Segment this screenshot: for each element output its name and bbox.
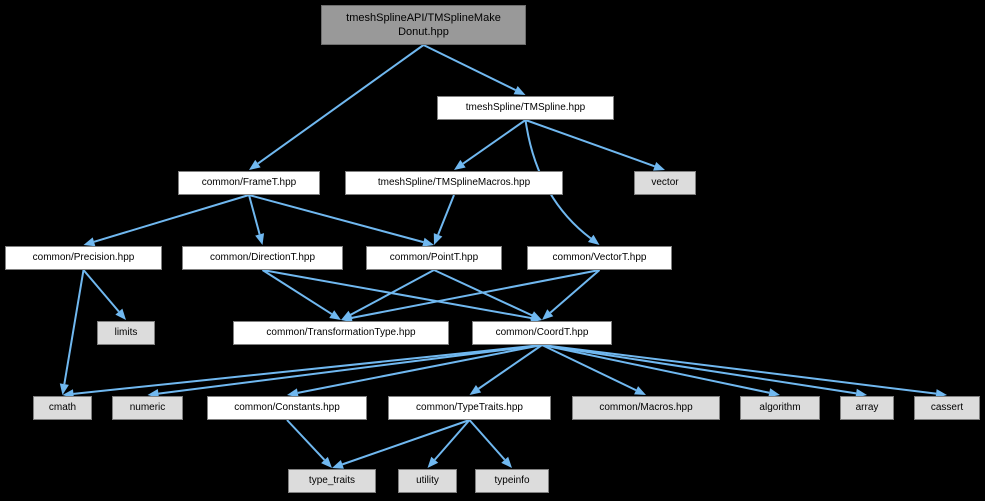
edge-tmspline-to-tmsmacros — [463, 120, 525, 164]
edge-root-to-tmspline — [424, 45, 516, 90]
edge-tmsmacros-to-pointt — [438, 195, 454, 235]
graph-node-label: tmeshSpline/TMSpline.hpp — [466, 102, 586, 114]
edge-arrowhead — [332, 460, 344, 469]
edge-framet-to-precision — [94, 195, 249, 242]
graph-node-framet[interactable]: common/FrameT.hpp — [178, 171, 320, 195]
graph-node-typetraits[interactable]: common/TypeTraits.hpp — [388, 396, 551, 420]
graph-node-coordt[interactable]: common/CoordT.hpp — [472, 321, 612, 345]
graph-node-tmsmacros[interactable]: tmeshSpline/TMSplineMacros.hpp — [345, 171, 563, 195]
graph-node-vector[interactable]: vector — [634, 171, 696, 195]
graph-node-label: common/TypeTraits.hpp — [416, 402, 523, 414]
graph-node-utility[interactable]: utility — [398, 469, 457, 493]
edge-root-to-framet — [258, 45, 424, 164]
graph-node-label: common/TransformationType.hpp — [266, 327, 415, 339]
graph-node-label: common/Macros.hpp — [599, 402, 692, 414]
graph-node-label: array — [856, 402, 879, 414]
edge-arrowhead — [653, 162, 665, 171]
graph-node-label: common/VectorT.hpp — [553, 252, 647, 264]
graph-node-label: tmeshSplineAPI/TMSplineMake Donut.hpp — [346, 11, 501, 39]
graph-node-algorithm[interactable]: algorithm — [740, 396, 820, 420]
edge-arrowhead — [249, 160, 261, 170]
edge-constants-to-type_traits — [287, 420, 324, 460]
graph-node-label: common/CoordT.hpp — [496, 327, 589, 339]
graph-node-label: common/PointT.hpp — [390, 252, 478, 264]
edge-framet-to-directiont — [249, 195, 260, 234]
graph-node-constants[interactable]: common/Constants.hpp — [207, 396, 367, 420]
graph-node-label: common/Precision.hpp — [33, 252, 135, 264]
edge-coordt-to-constants — [298, 345, 542, 393]
edge-coordt-to-cmath — [73, 345, 542, 394]
edge-pointt-to-transftype — [351, 270, 434, 315]
graph-node-label: vector — [651, 177, 678, 189]
graph-node-root[interactable]: tmeshSplineAPI/TMSplineMake Donut.hpp — [321, 5, 526, 45]
graph-node-precision[interactable]: common/Precision.hpp — [5, 246, 162, 270]
graph-node-label: tmeshSpline/TMSplineMacros.hpp — [378, 177, 530, 189]
graph-node-label: algorithm — [759, 402, 800, 414]
edge-vectort-to-coordt — [550, 270, 599, 313]
graph-node-cassert[interactable]: cassert — [914, 396, 980, 420]
edge-arrowhead — [255, 233, 264, 245]
edge-directiont-to-coordt — [263, 270, 532, 318]
graph-node-label: typeinfo — [494, 475, 529, 487]
edge-arrowhead — [84, 237, 96, 246]
edge-precision-to-limits — [84, 270, 119, 312]
edge-arrowhead — [588, 235, 600, 245]
graph-node-label: utility — [416, 475, 439, 487]
edge-arrowhead — [434, 233, 443, 245]
edge-typetraits-to-typeinfo — [470, 420, 505, 460]
graph-node-numeric[interactable]: numeric — [112, 396, 183, 420]
graph-node-label: type_traits — [309, 475, 355, 487]
graph-node-label: common/Constants.hpp — [234, 402, 340, 414]
graph-node-cmath[interactable]: cmath — [33, 396, 92, 420]
graph-node-label: cmath — [49, 402, 76, 414]
graph-node-vectort[interactable]: common/VectorT.hpp — [527, 246, 672, 270]
graph-node-type_traits[interactable]: type_traits — [288, 469, 376, 493]
graph-node-label: cassert — [931, 402, 963, 414]
edge-arrowhead — [329, 310, 341, 320]
graph-node-pointt[interactable]: common/PointT.hpp — [366, 246, 502, 270]
graph-node-macros[interactable]: common/Macros.hpp — [572, 396, 720, 420]
graph-node-label: limits — [115, 327, 138, 339]
graph-node-typeinfo[interactable]: typeinfo — [475, 469, 549, 493]
edge-arrowhead — [454, 160, 466, 170]
graph-node-label: numeric — [130, 402, 166, 414]
graph-node-array[interactable]: array — [840, 396, 894, 420]
graph-node-label: common/DirectionT.hpp — [210, 252, 315, 264]
edge-tmspline-to-vector — [526, 120, 655, 166]
edge-framet-to-pointt — [249, 195, 423, 242]
graph-node-transftype[interactable]: common/TransformationType.hpp — [233, 321, 449, 345]
edge-precision-to-cmath — [64, 270, 83, 384]
graph-node-limits[interactable]: limits — [97, 321, 155, 345]
edge-coordt-to-numeric — [158, 345, 542, 394]
graph-node-label: common/FrameT.hpp — [202, 177, 296, 189]
graph-node-tmspline[interactable]: tmeshSpline/TMSpline.hpp — [437, 96, 614, 120]
graph-node-directiont[interactable]: common/DirectionT.hpp — [182, 246, 343, 270]
edge-arrowhead — [470, 385, 482, 395]
edge-coordt-to-array — [542, 345, 856, 393]
